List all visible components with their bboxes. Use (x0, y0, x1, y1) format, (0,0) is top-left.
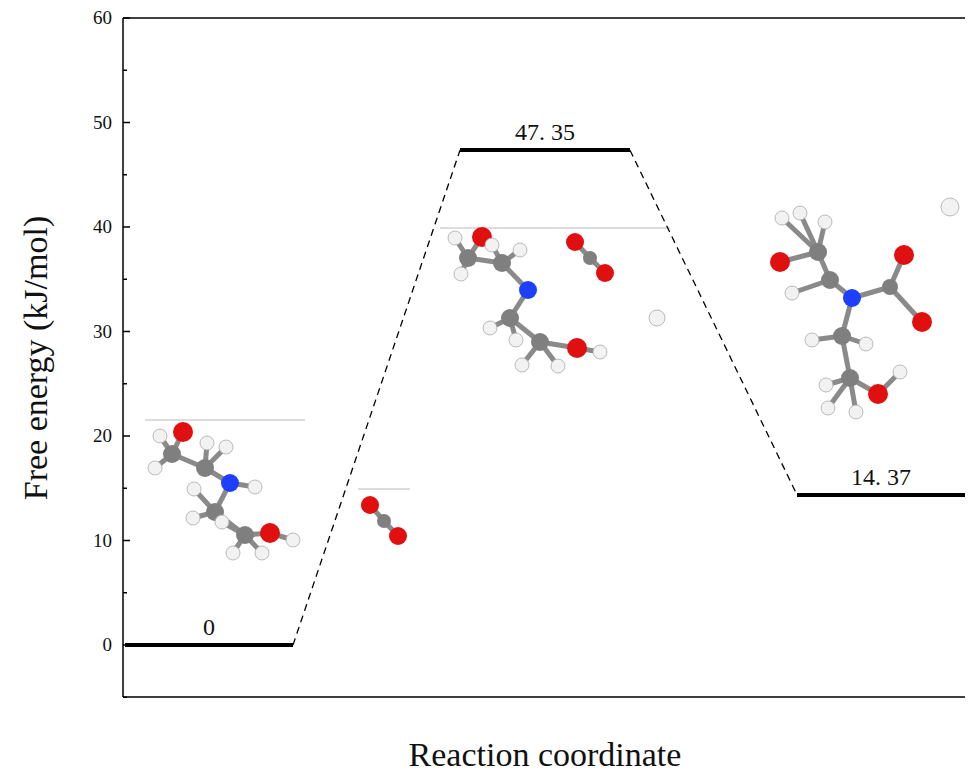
atom (859, 337, 873, 351)
atom (215, 515, 229, 529)
atom (221, 474, 239, 492)
energy-level: 14. 37 (797, 464, 965, 497)
tick (123, 279, 127, 281)
atom (515, 358, 529, 372)
atom (509, 333, 523, 347)
energy-value: 47. 35 (515, 119, 575, 148)
atom (843, 289, 861, 307)
atom (236, 526, 254, 544)
atom (485, 238, 499, 252)
tick-label: 10 (93, 530, 112, 552)
atom (596, 264, 614, 282)
energy-value: 14. 37 (851, 464, 911, 493)
atom (821, 271, 839, 289)
tick-marks (123, 18, 130, 697)
atom (912, 312, 932, 332)
tick (123, 540, 130, 542)
atom (493, 254, 511, 272)
atom (200, 436, 214, 450)
tick-label: 30 (93, 321, 112, 343)
guide-lines (145, 228, 670, 489)
atom (454, 267, 468, 281)
atom (583, 251, 597, 265)
atom (196, 459, 214, 477)
atom (833, 327, 851, 345)
tick (123, 17, 130, 19)
tick (123, 592, 127, 594)
atom (186, 511, 200, 525)
atom (389, 527, 407, 545)
tick (123, 122, 130, 124)
atom (519, 281, 537, 299)
molecule-models (148, 198, 959, 560)
tick (123, 70, 127, 72)
tick-label: 20 (93, 425, 112, 447)
axis-title: Free energy (kJ/mol) (17, 216, 55, 501)
energy-level: 0 (125, 614, 293, 647)
tick-label: 60 (93, 7, 112, 29)
atom (551, 359, 565, 373)
atom (809, 243, 827, 261)
tick (123, 697, 127, 699)
atom (805, 333, 819, 347)
axes (123, 18, 965, 697)
atom (148, 461, 162, 475)
atom (785, 286, 799, 300)
atom (893, 365, 907, 379)
energy-level: 47. 35 (460, 119, 630, 152)
dashed-connector (630, 150, 797, 495)
atom (567, 338, 587, 358)
tick (123, 331, 130, 333)
tick (123, 435, 130, 437)
atom (219, 440, 233, 454)
tick-label: 0 (103, 634, 113, 656)
atom (163, 445, 181, 463)
atom (821, 401, 835, 415)
atom (361, 496, 379, 514)
atom (248, 480, 262, 494)
atom (187, 482, 201, 496)
atom (818, 215, 832, 229)
atom (260, 523, 280, 543)
atom (868, 384, 888, 404)
atom (483, 321, 497, 335)
atom (255, 546, 269, 560)
atom (173, 422, 193, 442)
atom (849, 405, 863, 419)
atom (593, 345, 607, 359)
atom (841, 369, 859, 387)
atom (513, 243, 527, 257)
atom (377, 514, 391, 528)
tick (123, 383, 127, 385)
atom (819, 378, 833, 392)
dashed-connector (293, 150, 460, 645)
tick (123, 174, 127, 176)
atom (775, 211, 789, 225)
atom (531, 333, 549, 351)
atom (793, 206, 807, 220)
atom (448, 231, 462, 245)
atom (882, 279, 898, 295)
atom (941, 198, 959, 216)
atom (459, 249, 477, 267)
tick-label: 40 (93, 216, 112, 238)
atom (894, 245, 914, 265)
atom (501, 309, 519, 327)
atom (649, 310, 665, 326)
atom (286, 533, 300, 547)
atom (153, 429, 167, 443)
tick (123, 488, 127, 490)
atom (770, 252, 790, 272)
atom (566, 233, 584, 251)
tick (123, 226, 130, 228)
axis-title: Reaction coordinate (409, 736, 682, 774)
tick-label: 50 (93, 112, 112, 134)
energy-value: 0 (203, 614, 215, 643)
atom (226, 546, 240, 560)
